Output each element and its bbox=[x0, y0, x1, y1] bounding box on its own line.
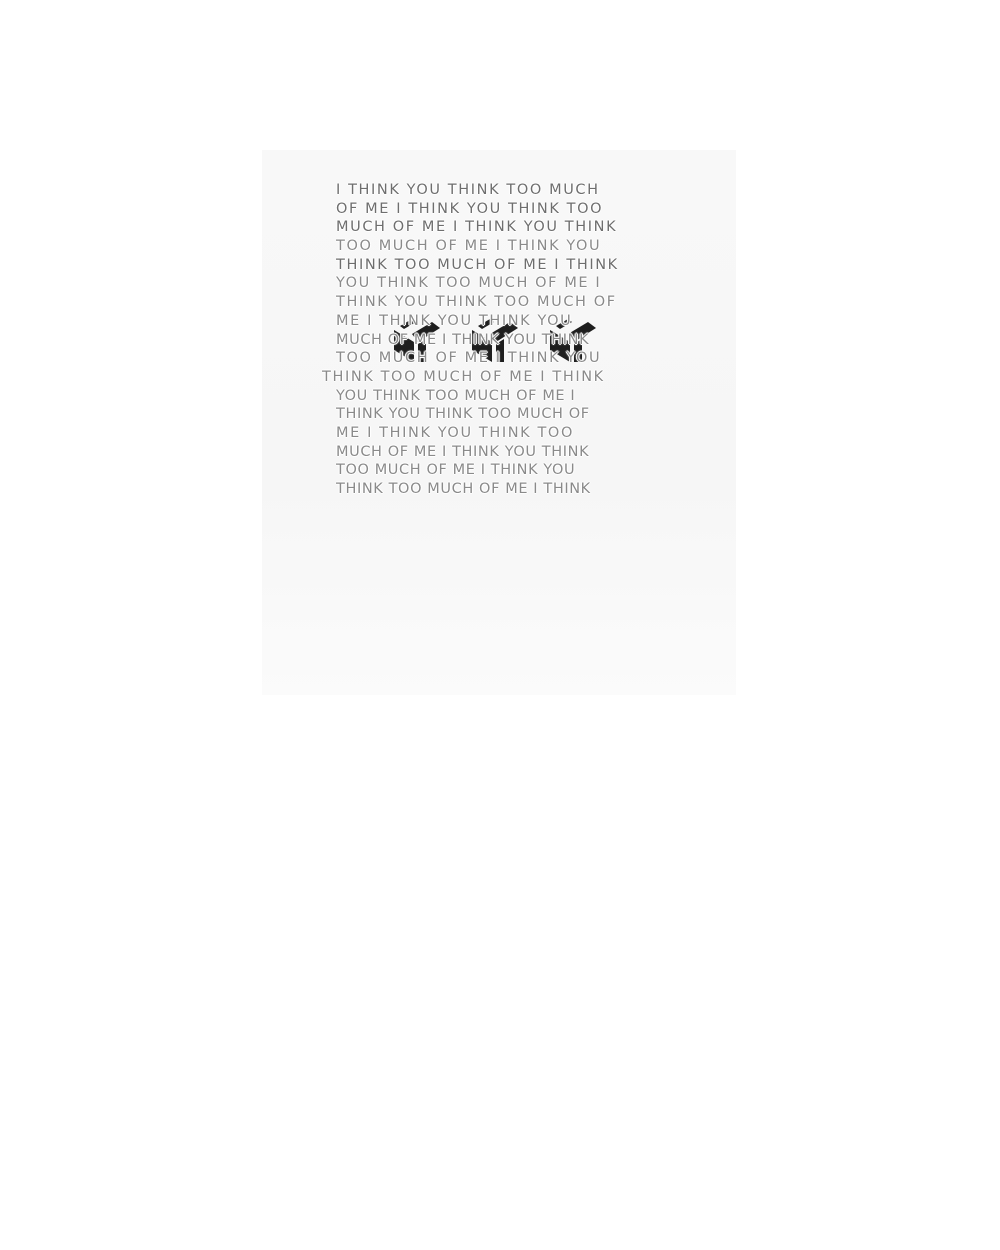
text-line: OF ME I THINK YOU THINK TOO bbox=[336, 200, 604, 217]
text-line: THINK TOO MUCH OF ME I THINK bbox=[336, 256, 619, 273]
text-line: I THINK YOU THINK TOO MUCH bbox=[336, 182, 600, 198]
cube-y-icon bbox=[550, 319, 596, 362]
text-line: MUCH OF ME I THINK YOU THINK bbox=[336, 443, 590, 460]
text-line: YOU THINK TOO MUCH OF ME I bbox=[336, 275, 602, 292]
text-line: ME I THINK YOU THINK YOU bbox=[336, 312, 573, 329]
text-line: TOO MUCH OF ME I THINK YOU bbox=[336, 350, 602, 367]
text-line: MUCH OF ME I THINK YOU THINK bbox=[336, 331, 590, 348]
cube-y-icon bbox=[394, 319, 440, 362]
text-line: TOO MUCH OF ME I THINK YOU bbox=[336, 462, 576, 479]
text-line: TOO MUCH OF ME I THINK YOU bbox=[336, 238, 602, 255]
text-line: MUCH OF ME I THINK YOU THINK bbox=[336, 219, 618, 236]
text-line: THINK TOO MUCH OF ME I THINK bbox=[322, 368, 605, 385]
poster-background bbox=[262, 150, 736, 695]
poster-text: I THINK YOU THINK TOO MUCH OF ME I THINK… bbox=[322, 181, 619, 499]
text-line: ME I THINK YOU THINK TOO bbox=[336, 424, 574, 441]
text-line: THINK YOU THINK TOO MUCH OF bbox=[336, 406, 590, 423]
cube-y-icon bbox=[472, 319, 518, 362]
text-line: YOU THINK TOO MUCH OF ME I bbox=[336, 387, 576, 404]
text-line: THINK TOO MUCH OF ME I THINK bbox=[336, 481, 591, 497]
text-line: THINK YOU THINK TOO MUCH OF bbox=[336, 294, 617, 311]
